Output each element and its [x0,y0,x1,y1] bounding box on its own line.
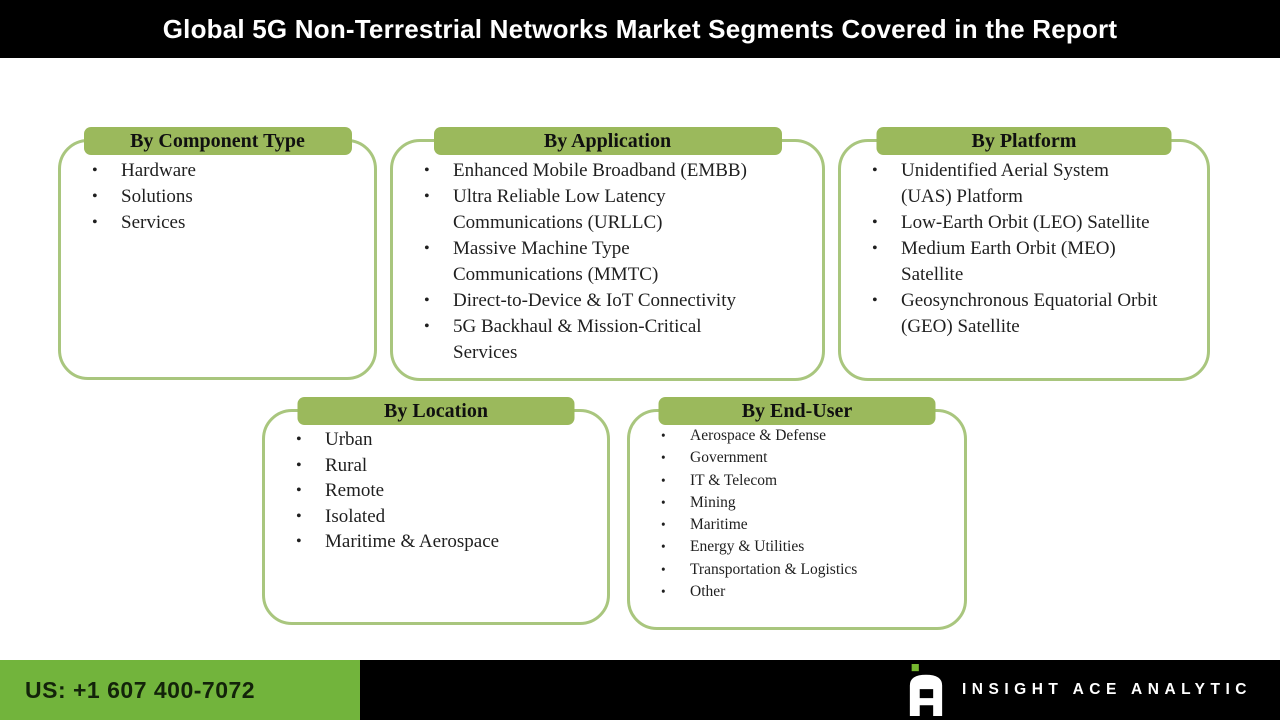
segment-title-component-type: By Component Type [83,127,352,155]
segment-item: Hardware [88,158,344,184]
segment-item: Ultra Reliable Low Latency Communication… [420,184,752,236]
page-title: Global 5G Non-Terrestrial Networks Marke… [162,13,1118,44]
segment-item: Geosynchronous Equatorial Orbit (GEO) Sa… [868,288,1163,340]
segment-title-location: By Location [297,397,575,425]
segment-item: Low-Earth Orbit (LEO) Satellite [868,210,1163,236]
segment-item: Enhanced Mobile Broadband (EMBB) [420,158,752,184]
segment-item: Aerospace & Defense [657,425,944,448]
phone-banner: US: +1 607 400-7072 [0,660,360,720]
brand-block: INSIGHT ACE ANALYTIC [906,660,1252,720]
segment-item: 5G Backhaul & Mission-Critical Services [420,314,752,366]
segment-item-list: Enhanced Mobile Broadband (EMBB)Ultra Re… [393,142,822,366]
brand-name: INSIGHT ACE ANALYTIC [962,681,1252,698]
segment-box-application: By Application Enhanced Mobile Broadband… [390,127,825,381]
segment-item: Maritime & Aerospace [292,529,587,555]
segment-title-platform: By Platform [876,127,1172,155]
segment-item: Remote [292,478,587,504]
segment-item: Government [657,447,944,470]
segment-item: Mining [657,492,944,515]
segment-item-list: UrbanRuralRemoteIsolatedMaritime & Aeros… [265,412,607,555]
segment-item: Unidentified Aerial System (UAS) Platfor… [868,158,1163,210]
segment-item: Isolated [292,504,587,530]
title-bar: Global 5G Non-Terrestrial Networks Marke… [0,0,1280,58]
segment-item: Rural [292,453,587,479]
segment-item: Massive Machine Type Communications (MMT… [420,236,752,288]
insight-ace-logo-icon [906,664,946,716]
segment-item: Maritime [657,514,944,537]
segment-item: Transportation & Logistics [657,559,944,582]
segment-item: Services [88,210,344,236]
segment-item: Medium Earth Orbit (MEO) Satellite [868,236,1163,288]
segment-box-end-user: By End-User Aerospace & DefenseGovernmen… [627,397,967,630]
segment-item-list: HardwareSolutionsServices [61,142,374,236]
segment-title-application: By Application [433,127,782,155]
phone-number: US: +1 607 400-7072 [25,676,256,703]
segment-item: Energy & Utilities [657,536,944,559]
segment-item: IT & Telecom [657,470,944,493]
segment-title-end-user: By End-User [658,397,936,425]
segment-box-component-type: By Component Type HardwareSolutionsServi… [58,127,377,380]
footer-bar: US: +1 607 400-7072 INSIGHT ACE ANALYTIC [0,660,1280,720]
segment-item: Direct-to-Device & IoT Connectivity [420,288,752,314]
segment-item: Solutions [88,184,344,210]
segment-item-list: Unidentified Aerial System (UAS) Platfor… [841,142,1207,340]
segment-box-platform: By Platform Unidentified Aerial System (… [838,127,1210,381]
segment-item: Other [657,581,944,604]
segment-item-list: Aerospace & DefenseGovernmentIT & Teleco… [630,412,964,604]
segment-box-location: By Location UrbanRuralRemoteIsolatedMari… [262,397,610,625]
segment-item: Urban [292,427,587,453]
